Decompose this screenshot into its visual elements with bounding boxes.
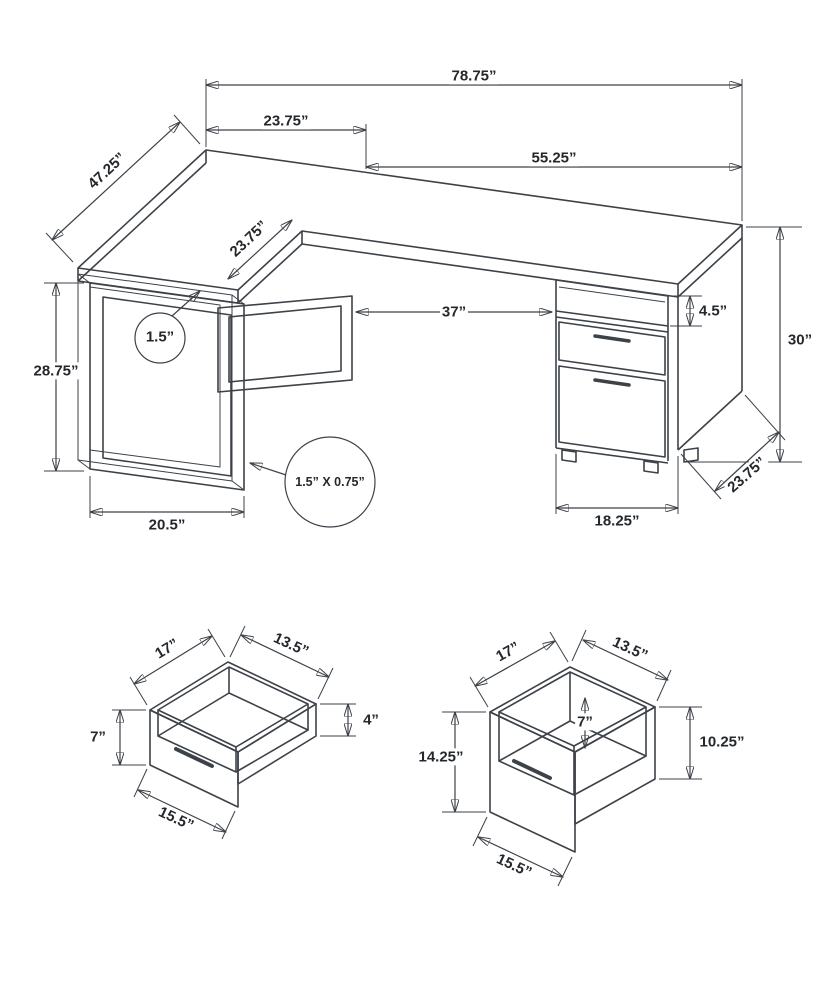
dim-label-file-drawer-side-height: 10.25”: [697, 733, 747, 751]
dim-label-file-drawer-inner-depth: 7”: [575, 713, 595, 731]
cabinet-foot: [643, 460, 659, 474]
file-drawer-front: [558, 365, 666, 458]
dim-label-small-drawer-front-height: 7”: [88, 728, 108, 746]
dim-label-leg-width: 20.5”: [146, 516, 188, 534]
right-side-panel: [677, 238, 743, 451]
small-drawer-front: [558, 321, 666, 376]
dim-label-leg-tube-size: 1.5” X 0.75”: [293, 474, 367, 490]
dim-label-overall-width: 78.75”: [449, 67, 499, 85]
dim-label-top-thickness: 1.5”: [143, 328, 177, 346]
file-drawer-drawing: [442, 629, 702, 887]
left-leg-frame: [77, 273, 245, 491]
dim-label-knee-clearance: 37”: [439, 303, 469, 321]
desk-top: [77, 149, 743, 304]
callout-circle-top-thickness: [134, 312, 186, 364]
dim-label-right-section-width: 55.25”: [529, 149, 579, 167]
desk-dimension-lines: [44, 79, 802, 528]
drawer-handle: [512, 759, 552, 780]
middle-leg-frame: [217, 295, 353, 393]
dim-label-cabinet-width: 18.25”: [592, 512, 642, 530]
callout-circle-leg-tube: [284, 436, 376, 528]
storage-cabinet: [555, 279, 699, 474]
dim-label-leg-height: 28.75”: [31, 362, 81, 380]
dim-label-left-section-width: 23.75”: [261, 112, 311, 130]
drawer-handle: [174, 747, 214, 768]
dim-label-overall-height: 30”: [785, 331, 815, 349]
small-drawer-drawing: [112, 625, 356, 840]
dim-label-small-drawer-back-height: 4”: [361, 711, 381, 729]
file-drawer-handle: [593, 378, 631, 387]
cabinet-foot: [561, 449, 577, 463]
dim-label-file-drawer-front-height: 14.25”: [416, 748, 466, 766]
small-drawer-handle: [593, 334, 631, 343]
dim-label-shelf-opening: 4.5”: [696, 302, 730, 320]
